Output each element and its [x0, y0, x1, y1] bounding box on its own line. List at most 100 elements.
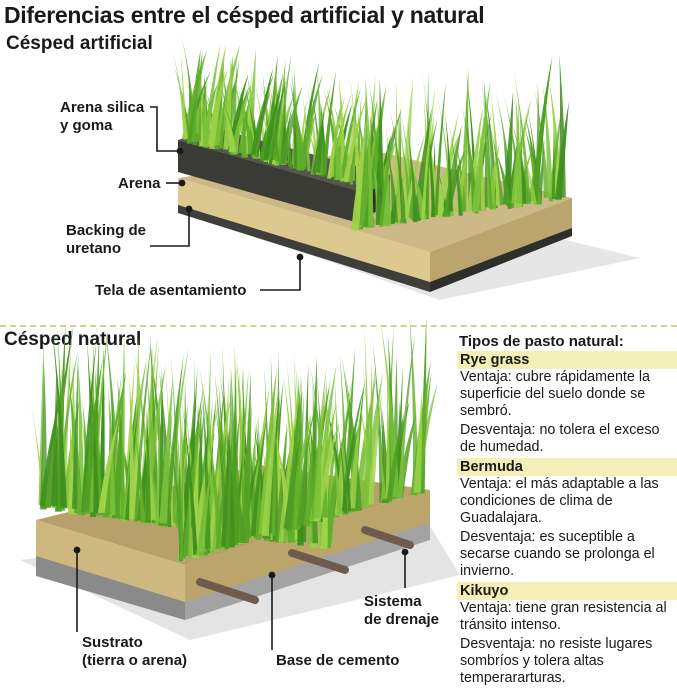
grass-blade — [129, 375, 136, 520]
drain-pipe — [361, 526, 414, 549]
grass-blade — [155, 399, 161, 526]
grass-blade — [279, 85, 303, 164]
grass-blade — [455, 140, 467, 212]
grass-blade — [237, 91, 257, 156]
artificial-grass — [172, 36, 570, 231]
grass-blade — [366, 392, 382, 505]
grass-blade — [187, 90, 198, 144]
grass-blade — [551, 125, 556, 200]
grass-blade — [203, 406, 223, 549]
grass-blade — [180, 412, 184, 560]
drain-pipe — [196, 578, 259, 604]
artificial-heading: Césped artificial — [6, 33, 153, 54]
backing-layer-front — [178, 205, 430, 292]
grass-blade — [340, 422, 352, 512]
grass-blade — [241, 371, 251, 543]
grass-blade — [52, 333, 67, 508]
grass-blade — [236, 84, 254, 155]
grass-blade — [476, 75, 493, 210]
grass-blade — [408, 139, 418, 223]
grass-blade — [244, 72, 252, 154]
grass-blade — [322, 71, 337, 174]
grass-blade — [202, 75, 207, 146]
grass-blade — [123, 360, 136, 522]
grass-blade — [443, 124, 462, 215]
grass-blade — [454, 150, 464, 216]
grass-blade — [379, 126, 394, 227]
grass-blade — [444, 110, 453, 212]
grass-blade — [398, 76, 414, 219]
grass-blade — [228, 429, 235, 548]
grass-blade — [422, 71, 436, 216]
leader-dot — [296, 253, 304, 261]
grass-blade — [230, 86, 251, 153]
grass-blade — [434, 82, 446, 216]
drain-pipe — [288, 549, 349, 574]
grass-blade — [81, 341, 97, 512]
backing-layer-side — [430, 228, 572, 292]
grass-blade — [369, 379, 386, 500]
grass-blade — [397, 399, 407, 499]
leader-dot — [178, 179, 186, 187]
grass-blade — [258, 368, 277, 535]
grass-blade — [340, 88, 361, 178]
grass-blade — [214, 44, 241, 146]
leader-dot — [268, 571, 276, 579]
label-sustrato: Sustrato (tierra o arena) — [82, 634, 188, 669]
grass-blade — [531, 56, 553, 202]
sand-layer-front — [178, 178, 430, 288]
grass-blade — [241, 86, 247, 157]
grass-blade — [454, 155, 467, 213]
grass-blade — [515, 139, 528, 204]
artificial-turf-diagram — [150, 36, 640, 300]
grass-blade — [334, 403, 348, 514]
grass-blade — [274, 425, 288, 543]
grass-blade — [197, 82, 202, 142]
label-backing: Backing de uretano — [66, 222, 147, 257]
grass-blade — [144, 408, 151, 523]
grass-blade — [387, 150, 398, 223]
grass-blade — [227, 74, 249, 150]
grass-blade — [461, 107, 478, 211]
grass-blade — [182, 400, 204, 556]
grass-blade — [188, 476, 193, 559]
grass-blade — [386, 411, 405, 502]
label-arena: Arena — [118, 175, 161, 192]
grass-type-con: Desventaja: no tolera el exceso de humed… — [460, 422, 660, 455]
grass-type-pro: Ventaja: el más adaptable a las condicio… — [460, 476, 659, 526]
grass-type-name: Kikuyo — [457, 582, 677, 600]
grass-blade — [190, 431, 216, 558]
grass-blade — [182, 49, 208, 138]
grass-blade — [385, 374, 390, 499]
soil-side — [185, 490, 430, 602]
grass-blade — [297, 443, 308, 526]
grass-blade — [325, 85, 344, 180]
natural-grass — [29, 320, 438, 562]
grass-blade — [405, 155, 427, 219]
natural-heading: Césped natural — [4, 329, 142, 350]
grass-blade — [195, 470, 212, 557]
grass-blade — [517, 138, 537, 204]
grass-blade — [285, 389, 301, 531]
natural-turf-diagram — [20, 320, 460, 650]
grass-blade — [81, 359, 103, 512]
grass-blade — [421, 87, 436, 220]
grass-blade — [291, 100, 307, 167]
grass-type-name: Rye grass — [457, 351, 677, 369]
grass-blade — [365, 77, 374, 227]
grass-blade — [361, 367, 376, 505]
grass-blade — [435, 163, 448, 215]
section-divider — [0, 325, 677, 327]
leader-arena-silica — [150, 106, 180, 152]
label-base-cemento: Base de cemento — [276, 652, 400, 669]
grass-blade — [164, 354, 184, 527]
grass-blade — [511, 130, 520, 204]
grass-blade — [375, 78, 384, 225]
grass-blade — [341, 383, 365, 511]
rubber-layer-front — [178, 140, 355, 222]
grass-blade — [327, 420, 342, 515]
grass-blade — [348, 412, 361, 509]
grass-blade — [511, 62, 531, 204]
label-arena-silica: Arena silica y goma — [60, 99, 145, 134]
grass-blade — [515, 94, 523, 204]
